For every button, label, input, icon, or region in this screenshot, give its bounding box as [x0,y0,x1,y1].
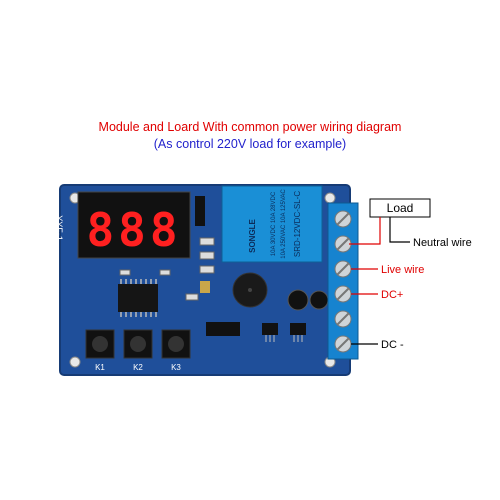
button-label-k3: K3 [171,363,181,372]
mount-hole [69,356,81,368]
terminal-block [327,202,359,360]
load-label: Load [387,201,414,215]
transistor [290,323,306,342]
relay: SRD-12VDC-SL-C 10A 250VAC 10A 125VAC 10A… [221,185,323,263]
smd-component [119,269,131,276]
load-box [369,198,431,218]
mount-hole [324,192,336,204]
button-k3 [161,329,191,359]
capacitor [309,290,329,310]
jumper-header [195,196,205,226]
smd-component [199,237,215,246]
smd-component [159,269,171,276]
relay-rating-2: 10A 30VDC 10A 28VDC [271,191,277,256]
button-k1 [85,329,115,359]
transistor [262,323,278,342]
button-label-k2: K2 [133,363,143,372]
neutral-wire [389,217,410,243]
smd-component [185,293,199,301]
capacitor [287,289,309,311]
relay-rating-1: 10A 250VAC 10A 125VAC [281,189,287,259]
dc-plus-label: DC+ [381,289,403,301]
board-id: YYF-1 [54,215,64,241]
terminal-screws [334,210,352,353]
buzzer-hole [248,288,252,292]
display-digits: 888 [86,203,181,257]
neutral-label: Neutral wire [413,237,472,249]
relay-model: SRD-12VDC-SL-C [293,191,302,257]
power-jumper [206,322,240,336]
dc-minus-label: DC - [381,339,404,351]
smd-component [199,251,215,260]
diagram-subtitle: (As control 220V load for example) [153,137,347,151]
led-display: 888 [77,191,191,259]
relay-brand: SONGLE [248,218,257,252]
diagram-title: Module and Loard With common power wirin… [98,120,402,134]
smd-component [199,265,215,274]
button-k2 [123,329,153,359]
live-label: Live wire [381,264,424,276]
mcu-chip [118,279,158,317]
button-label-k1: K1 [95,363,105,372]
load-wire [349,217,381,245]
capacitor-small [200,281,210,293]
